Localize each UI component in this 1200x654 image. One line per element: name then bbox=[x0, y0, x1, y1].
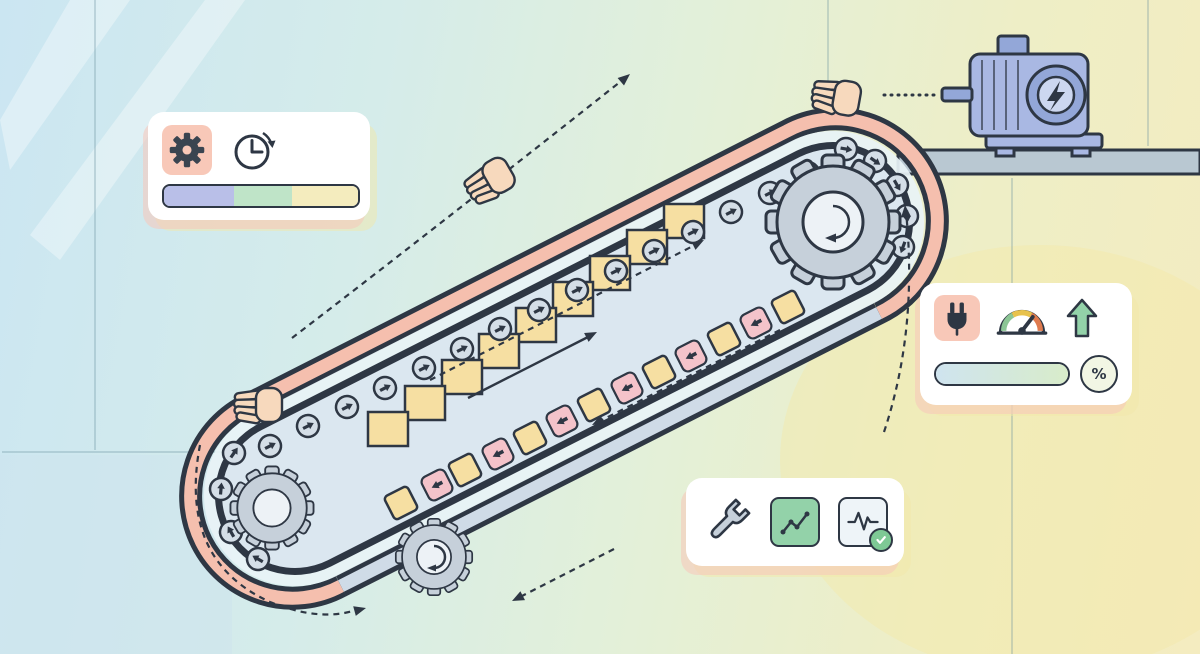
floor-ledge bbox=[896, 148, 1200, 176]
pulse-check-chip bbox=[838, 497, 893, 552]
power-progress-fill bbox=[936, 364, 1068, 384]
tension-gear-rotation-arrow bbox=[433, 544, 447, 570]
power-card: % bbox=[920, 283, 1132, 405]
motor-cooling-fins bbox=[981, 60, 1019, 130]
handrail-upper-run bbox=[184, 112, 944, 605]
cycle-phase-progress-bar bbox=[162, 184, 360, 208]
interior-direction-arrows bbox=[429, 240, 781, 425]
percent-label: % bbox=[1091, 365, 1107, 383]
up-arrow-icon bbox=[1066, 298, 1098, 338]
motor-shaft bbox=[940, 86, 974, 103]
drive-gear-rotation-arrow bbox=[832, 204, 851, 240]
hand-on-lower-handrail bbox=[232, 386, 284, 426]
percent-badge: % bbox=[1080, 355, 1118, 393]
plug-icon bbox=[947, 302, 967, 336]
check-icon bbox=[869, 528, 893, 552]
wrench-icon bbox=[710, 498, 751, 539]
trend-chart-chip bbox=[770, 497, 820, 547]
exterior-direction-arrows bbox=[194, 74, 911, 616]
lightning-bolt-icon bbox=[1047, 81, 1065, 111]
gear-icon bbox=[169, 132, 205, 168]
trend-chart-icon bbox=[780, 511, 810, 535]
maintenance-card bbox=[686, 478, 904, 566]
gauge-icon bbox=[996, 309, 1048, 335]
pulse-icon bbox=[847, 511, 879, 531]
gear-chip bbox=[162, 125, 212, 175]
plug-chip bbox=[934, 295, 980, 341]
clock-icon bbox=[234, 131, 276, 170]
electric-motor bbox=[882, 34, 1104, 158]
efficiency-progress-bar bbox=[934, 362, 1070, 386]
truss-body bbox=[222, 149, 906, 568]
timing-card bbox=[148, 112, 370, 220]
